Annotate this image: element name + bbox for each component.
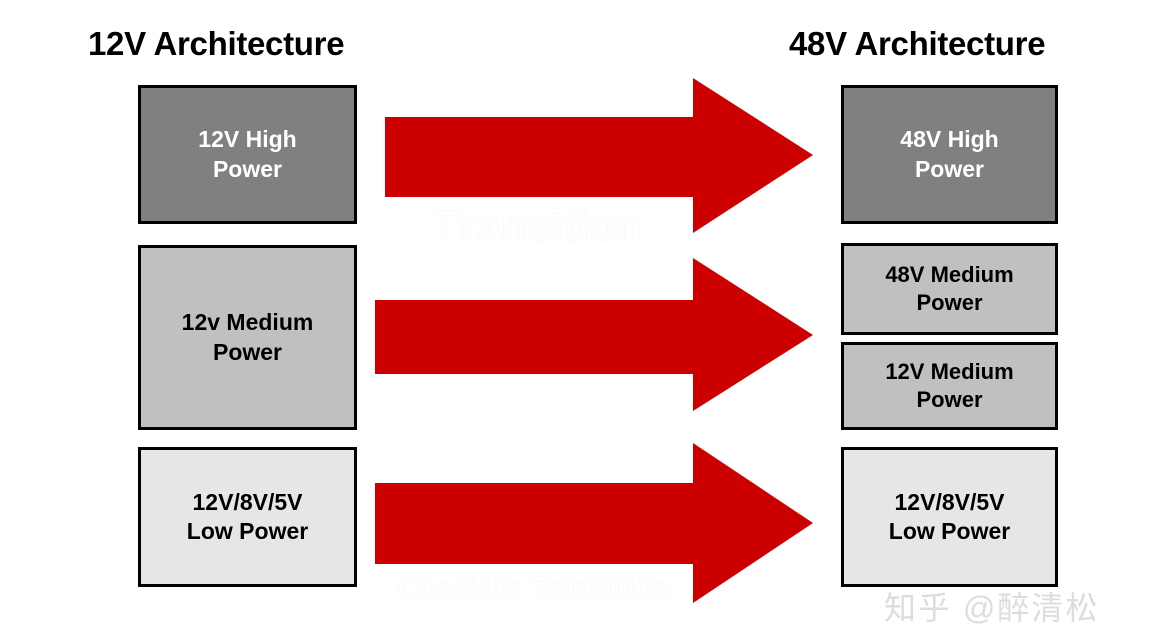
box-text: 12V/8V/5V Low Power	[187, 488, 308, 547]
arrow-transition: Transition	[385, 78, 813, 250]
box-text: 12V/8V/5V Low Power	[889, 488, 1010, 547]
right-arrow-icon	[375, 443, 813, 603]
arrow-no-change: No Change	[375, 443, 813, 603]
box-line-2: Power	[914, 155, 984, 182]
box-line-1: 48V High	[900, 126, 999, 153]
box-line-1: 12V/8V/5V	[894, 488, 1005, 515]
box-line-2: Power	[916, 387, 983, 412]
box-line-1: 12V/8V/5V	[192, 488, 303, 515]
right-arrow-icon	[375, 258, 813, 411]
column-title-48v: 48V Architecture	[789, 25, 1046, 62]
box-12v-high-power: 12V High Power	[138, 85, 357, 224]
box-line-2: Low Power	[888, 518, 1011, 544]
box-text: 48V Medium Power	[885, 261, 1013, 317]
box-line-2: Power	[916, 290, 983, 315]
box-48v-high-power: 48V High Power	[841, 85, 1058, 224]
column-title-12v: 12V Architecture	[88, 25, 345, 62]
box-48v-medium-power: 48V Medium Power	[841, 243, 1058, 335]
box-12v-medium-power-right: 12V Medium Power	[841, 342, 1058, 430]
arrow-label: Consider Transition	[397, 572, 671, 604]
box-12v-medium-power: 12v Medium Power	[138, 245, 357, 430]
watermark: 知乎 @醉清松	[884, 590, 1100, 626]
box-line-2: Power	[212, 155, 282, 182]
box-12v-8v-5v-low-power: 12V/8V/5V Low Power	[138, 447, 357, 587]
box-text: 12V Medium Power	[885, 358, 1013, 414]
box-line-2: Low Power	[186, 518, 309, 544]
box-line-1: 12V High	[198, 126, 297, 153]
box-line-1: 12v Medium	[181, 309, 314, 336]
box-text: 48V High Power	[900, 125, 998, 184]
box-line-1: 12V Medium	[885, 358, 1014, 384]
box-text: 12v Medium Power	[182, 308, 314, 367]
box-line-2: Power	[212, 338, 283, 365]
right-arrow-icon	[385, 78, 813, 233]
box-text: 12V High Power	[198, 125, 296, 184]
box-12v-8v-5v-low-power-right: 12V/8V/5V Low Power	[841, 447, 1058, 587]
arrow-consider-transition: Consider Transition	[375, 258, 813, 604]
box-line-1: 48V Medium	[885, 261, 1014, 287]
arrow-label: Transition	[436, 202, 642, 250]
